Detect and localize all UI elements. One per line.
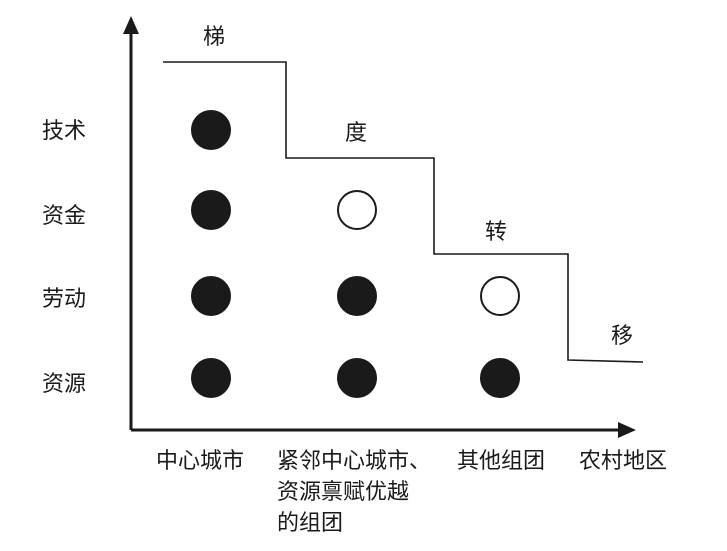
open-dot-r3-c3 xyxy=(480,276,520,316)
stair-label-1: 梯 xyxy=(203,25,225,50)
filled-dot-r4-c3 xyxy=(480,358,520,398)
stair-label-4: 移 xyxy=(611,324,633,349)
filled-dot-r3-c2 xyxy=(337,276,377,316)
staircase-line xyxy=(163,61,644,363)
row-label-capital: 资金 xyxy=(42,204,86,229)
row-label-technology: 技术 xyxy=(42,119,86,144)
stair-label-2: 度 xyxy=(345,121,367,146)
stair-label-3: 转 xyxy=(485,220,507,245)
column-label-rural-areas: 农村地区 xyxy=(579,449,667,474)
open-dot-r2-c2 xyxy=(337,190,377,230)
filled-dot-r1-c1 xyxy=(191,110,231,150)
column-label-other-clusters: 其他组团 xyxy=(457,449,545,474)
filled-dot-r4-c2 xyxy=(337,358,377,398)
factor-matrix xyxy=(191,110,520,398)
column-label-central-city: 中心城市 xyxy=(156,449,244,474)
filled-dot-r4-c1 xyxy=(191,358,231,398)
x-axis-arrowhead xyxy=(618,422,636,438)
filled-dot-r2-c1 xyxy=(191,190,231,230)
column-label-adjacent-cluster-line-2: 资源禀赋优越 xyxy=(277,480,409,505)
row-label-resources: 资源 xyxy=(42,372,86,397)
y-axis-arrowhead xyxy=(123,16,139,34)
column-label-adjacent-cluster-line-3: 的组团 xyxy=(277,511,343,536)
row-label-labor: 劳动 xyxy=(42,287,86,312)
filled-dot-r3-c1 xyxy=(191,276,231,316)
column-label-adjacent-cluster-line-1: 紧邻中心城市、 xyxy=(277,449,431,474)
